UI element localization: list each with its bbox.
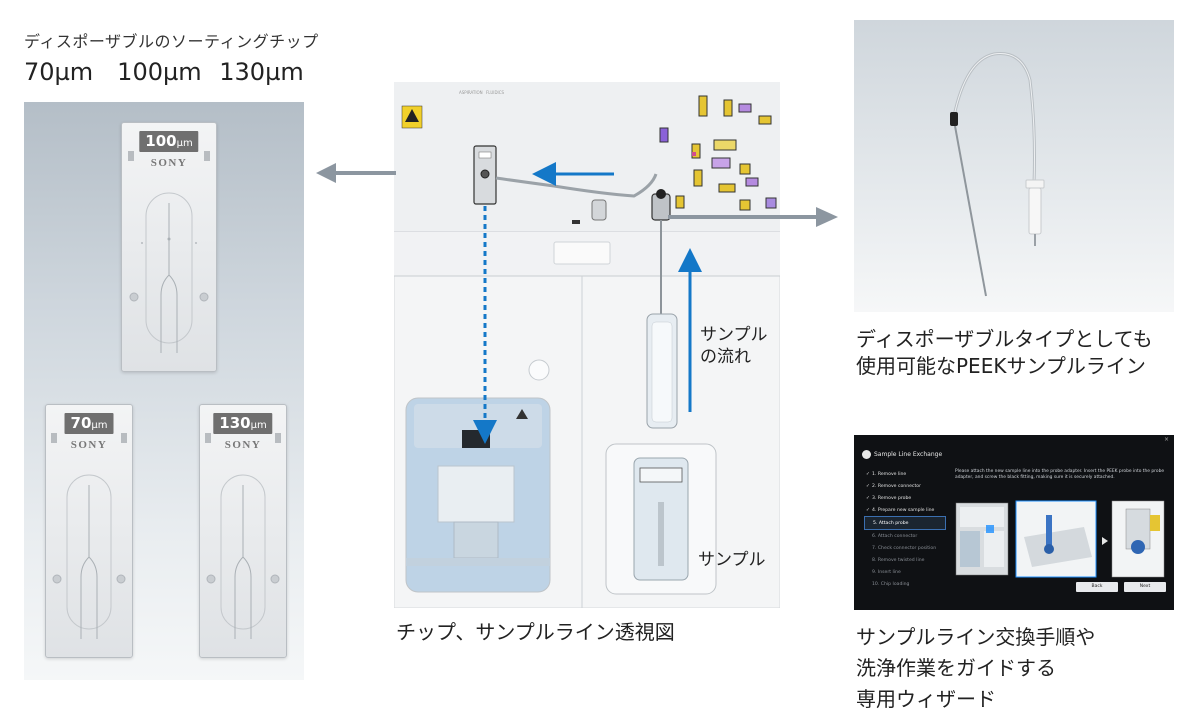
wizard-step-3[interactable]: ✓3. Remove probe (864, 492, 946, 504)
wizard-step-list: ✓1. Remove line ✓2. Remove connector ✓3.… (864, 468, 946, 590)
wizard-step-6[interactable]: 6. Attach connector (864, 530, 946, 542)
wizard-illustration (955, 500, 1165, 578)
center-caption: チップ、サンプルライン透視図 (396, 620, 675, 644)
power-button-icon (528, 359, 550, 381)
chip-brand: SONY (224, 439, 262, 451)
chip-brand: SONY (150, 157, 188, 169)
chip-size-tag: 100µm (139, 131, 199, 152)
wizard-step-2[interactable]: ✓2. Remove connector (864, 480, 946, 492)
wizard-step-label: 4. Prepare new sample line (872, 507, 935, 513)
wizard-caption-line-2: 洗浄作業をガイドする (856, 656, 1056, 680)
wizard-step-label: 5. Attach probe (873, 520, 909, 526)
peek-sample-line-photo (854, 20, 1174, 312)
chip-size-value: 70 (70, 414, 92, 432)
svg-text:FLUIDICS: FLUIDICS (486, 90, 504, 95)
chip-size-value: 130 (219, 414, 251, 432)
peek-probe (954, 125, 987, 297)
wizard-step-label: 1. Remove line (872, 471, 907, 477)
chip-channel-pattern (51, 433, 127, 639)
chip-out-arrow (316, 163, 396, 183)
wizard-step-1[interactable]: ✓1. Remove line (864, 468, 946, 480)
back-button[interactable]: Back (1076, 582, 1118, 592)
flow-label-line-2: の流れ (700, 347, 751, 367)
wizard-step-label: 8. Remove twisted line (872, 557, 925, 563)
chip-size-unit: µm (91, 420, 108, 431)
sample-label: サンプル (698, 550, 766, 570)
app-logo-icon (862, 450, 871, 459)
wizard-step-label: 7. Check connector position (872, 545, 937, 551)
sorting-chip-100: 100µm SONY (121, 122, 217, 372)
wizard-title: Sample Line Exchange (874, 451, 943, 458)
wizard-step-4[interactable]: ✓4. Prepare new sample line (864, 504, 946, 516)
wizard-step-5[interactable]: 5. Attach probe (864, 516, 946, 530)
peek-caption-line-1: ディスポーザブルタイプとしても (856, 327, 1153, 351)
wizard-step-label: 2. Remove connector (872, 483, 921, 489)
flow-label-line-1: サンプル (700, 325, 768, 345)
chip-size-unit: µm (176, 138, 193, 149)
sample-line-tubing (495, 173, 658, 198)
sorting-chip-70: 70µm SONY (45, 404, 133, 658)
wizard-caption: サンプルライン交換手順や 洗浄作業をガイドする 専用ウィザード (856, 622, 1095, 715)
check-icon: ✓ (866, 495, 870, 501)
chip-size-tag: 70µm (64, 413, 114, 434)
flow-label: サンプル の流れ (700, 324, 768, 368)
peek-caption-line-2: 使用可能なPEEKサンプルライン (856, 354, 1146, 378)
instrument-diagram: ASPIRATION FLUIDICS (394, 82, 780, 608)
probe-adapter (1028, 187, 1042, 235)
chip-channel-pattern (128, 151, 210, 353)
wizard-step-10[interactable]: 10. Chip loading (864, 578, 946, 590)
check-icon: ✓ (866, 471, 870, 477)
wizard-step-label: 3. Remove probe (872, 495, 912, 501)
svg-text:ASPIRATION: ASPIRATION (459, 90, 483, 95)
chip-size-tag: 130µm (213, 413, 273, 434)
close-button[interactable]: × (1163, 436, 1169, 443)
wizard-step-9[interactable]: 9. Insert line (864, 566, 946, 578)
chip-brand: SONY (70, 439, 108, 451)
check-icon: ✓ (866, 507, 870, 513)
wizard-step-7[interactable]: 7. Check connector position (864, 542, 946, 554)
wizard-instruction: Please attach the new sample line into t… (955, 469, 1165, 480)
sample-line-exchange-wizard: × Sample Line Exchange ✓1. Remove line ✓… (854, 435, 1174, 610)
chip-size-value: 100 (145, 132, 177, 150)
sorting-chip-130: 130µm SONY (199, 404, 287, 658)
valve-cluster (659, 95, 777, 211)
wizard-step-label: 10. Chip loading (872, 581, 910, 587)
check-icon: ✓ (866, 483, 870, 489)
sampleline-out-arrow (668, 207, 838, 227)
next-button[interactable]: Next (1124, 582, 1166, 592)
wizard-caption-line-3: 専用ウィザード (856, 687, 996, 711)
chip-channel-pattern (205, 433, 281, 639)
wizard-step-8[interactable]: 8. Remove twisted line (864, 554, 946, 566)
wizard-step-label: 9. Insert line (872, 569, 901, 575)
wizard-caption-line-1: サンプルライン交換手順や (856, 625, 1096, 649)
wizard-step-label: 6. Attach connector (872, 533, 918, 539)
chip-title: ディスポーザブルのソーティングチップ (24, 32, 319, 51)
chip-sizes: 70µm 100µm 130µm (24, 58, 304, 86)
black-fitting (950, 112, 958, 126)
chip-size-unit: µm (250, 420, 267, 431)
peek-caption: ディスポーザブルタイプとしても 使用可能なPEEKサンプルライン (856, 326, 1153, 380)
